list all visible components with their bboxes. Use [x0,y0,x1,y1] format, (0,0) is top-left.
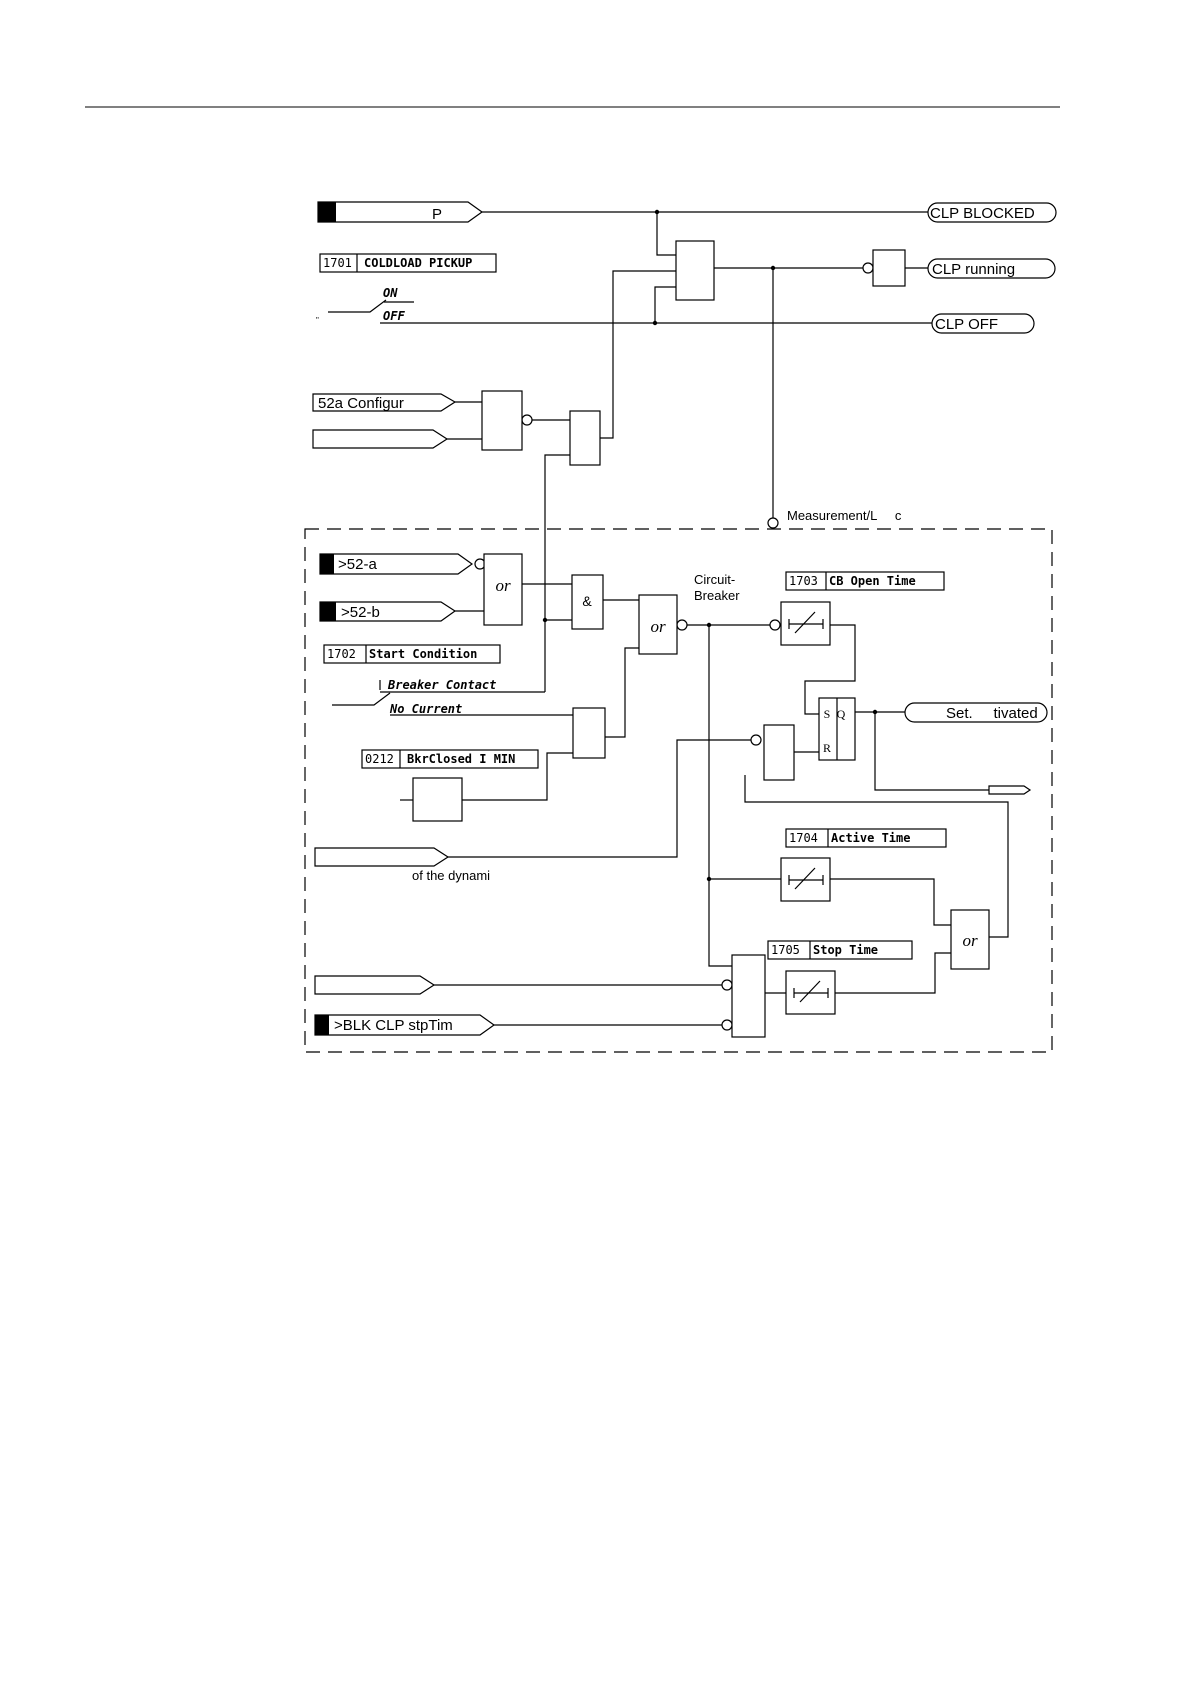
output-clp-running: CLP running [927,258,1056,279]
setting-0212: 0212 BkrClosed I MIN [361,749,539,769]
flipflop-sr: S Q R [818,697,856,761]
gate-or-final: or [950,909,990,970]
setting-1703: 1703 CB Open Time [785,571,945,591]
input-cb-config-2 [312,429,449,449]
input-pickup-label: P [432,206,442,223]
setting-1701-on: ON [383,286,398,300]
gate-config [481,390,523,451]
gate-and-52-label: & [582,593,592,609]
setting-1704: 1704 Active Time [785,828,947,848]
input-blk-stop: >BLK CLP stpTim [314,1014,496,1036]
gate-or-52: or [483,553,523,626]
setting-1705: 1705 Stop Time [767,940,913,960]
input-dynamic [314,847,450,867]
output-clp-blocked: CLP BLOCKED [927,202,1057,223]
gate-or-52-label: or [495,576,511,595]
gate-stop-and [731,954,766,1038]
gate-or-final-label: or [962,931,978,950]
input-cb-config: 52a Configur [312,393,457,412]
circuit-breaker-label-line1: Circuit- [694,572,735,587]
junction-dots [542,209,878,882]
timer-1705 [785,970,836,1015]
input-52a: >52-a [319,553,474,575]
setting-1701-number: 1701 [323,256,352,270]
gate-or-start: or [638,594,678,655]
flipflop-s: S [824,707,831,721]
setting-1705-number: 1705 [771,943,800,957]
input-blank-lower [314,975,436,995]
input-cb-config-label: 52a Configur [318,395,404,412]
gate-and-52: & [571,574,604,630]
output-small [988,785,1032,795]
setting-1701: 1701 COLDLOAD PICKUP ON OFF [319,253,497,323]
output-clp-off-label: CLP OFF [935,316,998,333]
flipflop-r: R [823,741,831,755]
wires [328,211,1009,1026]
output-activated-label: Set. tivated [946,705,1038,722]
output-clp-blocked-label: CLP BLOCKED [930,205,1035,222]
setting-1702-number: 1702 [327,647,356,661]
input-pickup: P [317,201,484,223]
setting-0212-number: 0212 [365,752,394,766]
circuit-breaker-label-line2: Breaker [694,588,740,603]
setting-1703-number: 1703 [789,574,818,588]
setting-1704-name: Active Time [831,831,910,845]
output-clp-running-label: CLP running [932,261,1015,278]
setting-1705-name: Stop Time [813,943,878,957]
gate-top-and [675,240,715,301]
dynamic-note: of the dynami [412,868,490,883]
input-52b: >52-b [319,601,457,622]
measurement-label: Measurement/L c [787,508,902,523]
output-clp-off: CLP OFF [931,313,1035,334]
setting-1703-name: CB Open Time [829,574,916,588]
setting-0212-name: BkrClosed I MIN [407,752,515,766]
setting-1702-name: Start Condition [369,647,477,661]
timer-0212 [412,777,463,822]
timer-1704 [780,857,831,902]
dynamic-settings-frame [304,528,1053,1053]
timer-1703 [780,601,831,646]
gate-reset-and [763,724,795,781]
flipflop-q: Q [837,707,846,721]
gate-or-start-label: or [650,617,666,636]
setting-1702-option-b: No Current [389,702,462,716]
gate-current-and [572,707,606,759]
setting-1702: 1702 Start Condition Breaker Contact No … [323,644,501,716]
setting-1702-option-a: Breaker Contact [387,678,496,692]
setting-1701-name: COLDLOAD PICKUP [364,256,472,270]
output-activated: Set. tivated [904,702,1048,723]
setting-1701-off: OFF [383,309,405,323]
input-blk-stop-label: >BLK CLP stpTim [334,1017,453,1034]
gate-running-buffer [872,249,906,287]
input-52b-label: >52-b [341,604,380,621]
quote-mark: " [316,316,319,325]
setting-1704-number: 1704 [789,831,818,845]
gate-config-and [569,410,601,466]
input-52a-label: >52-a [338,556,377,573]
